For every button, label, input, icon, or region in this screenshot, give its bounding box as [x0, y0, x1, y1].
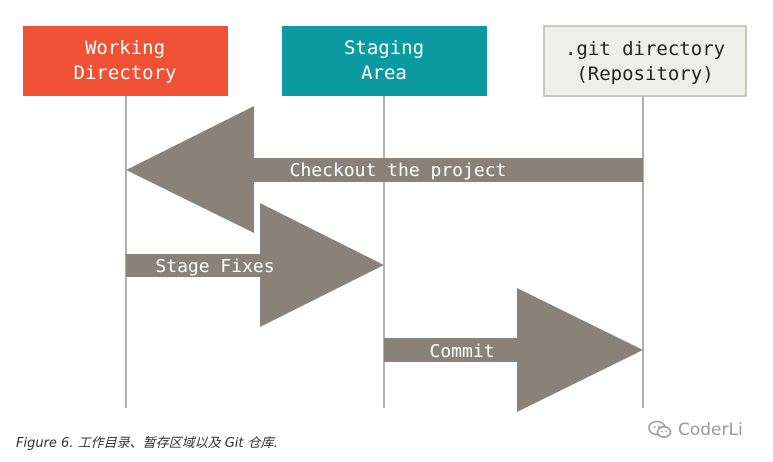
working-directory-box: Working Directory [23, 26, 228, 96]
watermark: CoderLi [648, 420, 743, 440]
stage-fixes-arrow-label: Stage Fixes [155, 256, 274, 277]
staging-area-box: Staging Area [282, 26, 487, 96]
checkout-arrow-label: Checkout the project [290, 160, 507, 181]
commit-arrow-shape [384, 288, 643, 412]
watermark-text: CoderLi [678, 420, 743, 440]
repository-label-line-1: .git directory [565, 38, 725, 60]
commit-arrow-label: Commit [429, 341, 494, 362]
stage-fixes-arrow: Stage Fixes [126, 203, 384, 327]
checkout-arrow-shape [126, 106, 643, 233]
commit-arrow: Commit [384, 288, 643, 412]
staging-area-label-line-2: Area [361, 62, 407, 84]
repository-label-line-2: (Repository) [576, 63, 713, 85]
working-directory-label-line-2: Directory [74, 62, 177, 84]
checkout-arrow: Checkout the project [126, 106, 643, 233]
figure-caption: Figure 6. 工作目录、暂存区域以及 Git 仓库. [16, 436, 278, 451]
repository-box: .git directory (Repository) [543, 25, 747, 97]
working-directory-label-line-1: Working [85, 37, 165, 59]
stage-fixes-arrow-shape [126, 203, 384, 327]
wechat-icon [648, 420, 672, 438]
staging-area-label-line-1: Staging [344, 37, 424, 59]
